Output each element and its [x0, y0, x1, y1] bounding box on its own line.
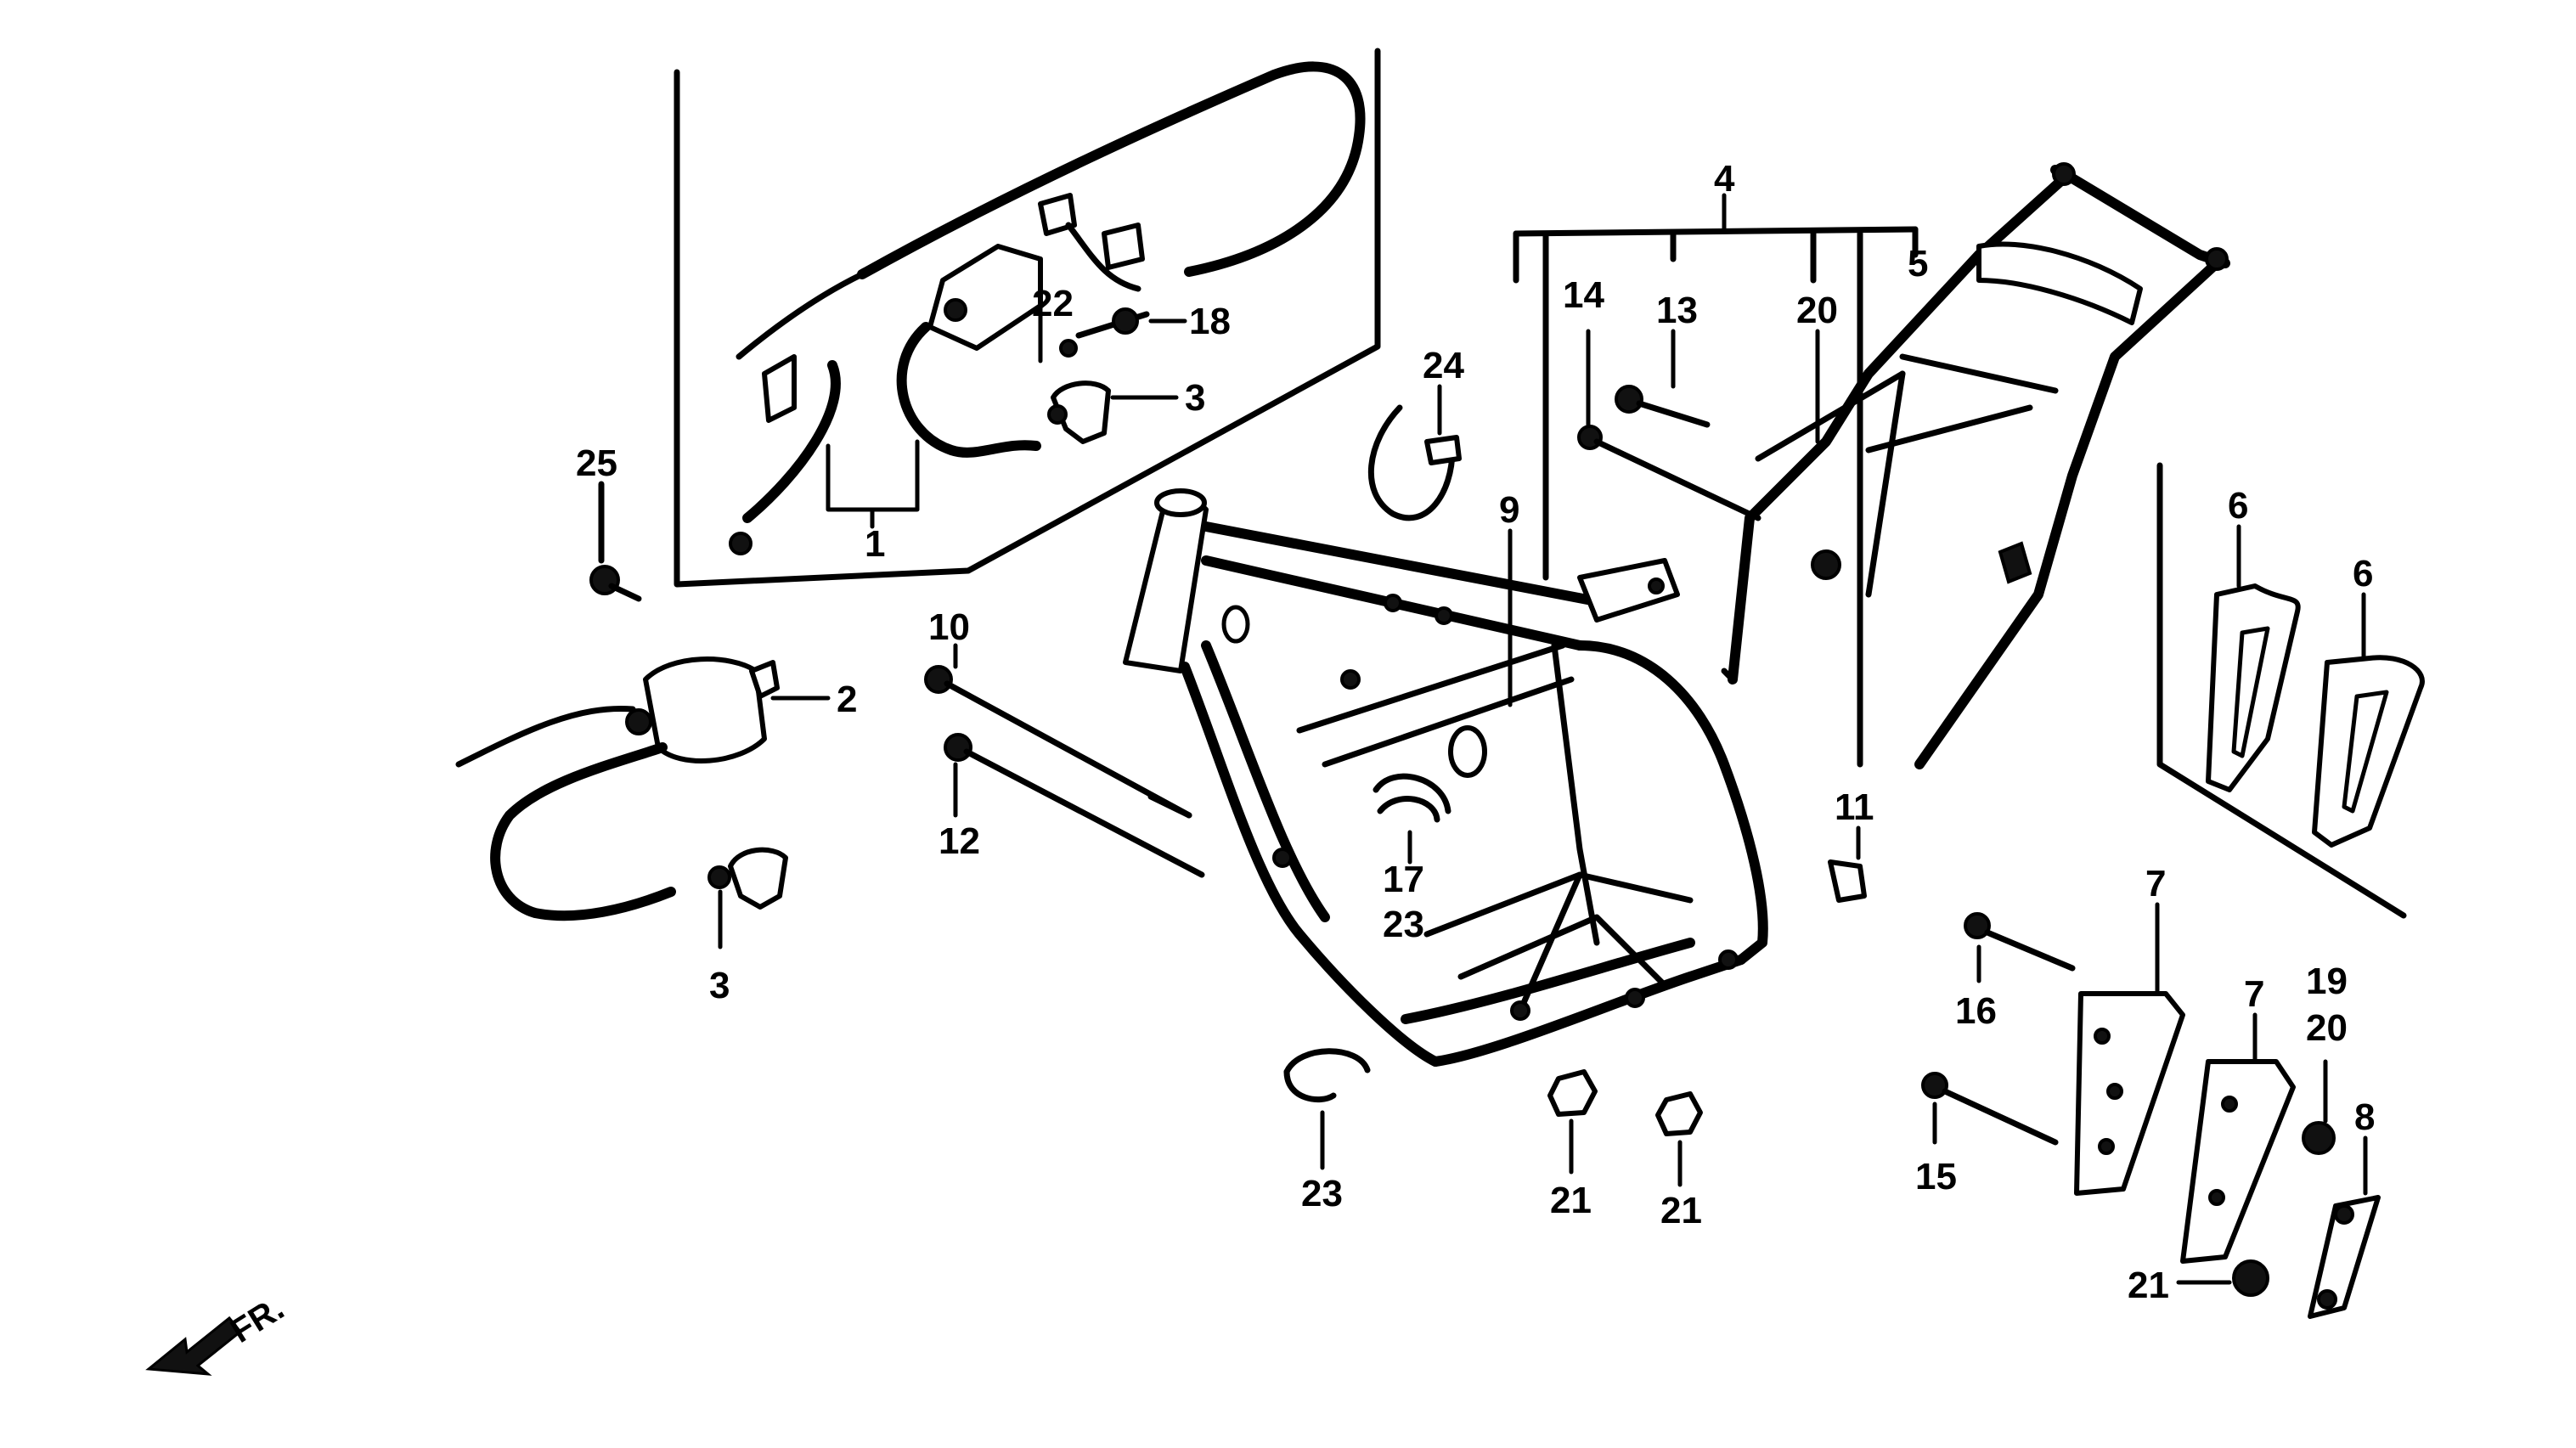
- callout-6-left: 6: [2228, 485, 2248, 527]
- callout-11: 11: [1835, 786, 1874, 828]
- callout-6-right: 6: [2353, 553, 2373, 594]
- callout-3-lower: 3: [709, 965, 730, 1006]
- callout-8: 8: [2354, 1096, 2375, 1138]
- bolt-group-4: [1513, 193, 1919, 903]
- long-bolts-10-12: [924, 643, 1205, 878]
- callout-4: 4: [1714, 158, 1735, 200]
- callout-2: 2: [837, 679, 857, 720]
- callout-17: 17: [1383, 859, 1424, 900]
- callout-19: 19: [2306, 961, 2348, 1002]
- main-frame: [1123, 384, 1768, 1067]
- hanger-plates-7: [1921, 902, 2381, 1319]
- callout-10: 10: [928, 606, 970, 648]
- callout-14: 14: [1563, 274, 1604, 316]
- callout-21-right: 21: [2128, 1265, 2169, 1306]
- callout-7-lower: 7: [2244, 973, 2264, 1015]
- callout-1: 1: [865, 523, 885, 565]
- callout-12: 12: [939, 820, 980, 862]
- plates-6: [2156, 462, 2425, 919]
- callout-7-upper: 7: [2145, 863, 2166, 904]
- callout-9: 9: [1499, 489, 1519, 531]
- callout-16: 16: [1955, 990, 1997, 1032]
- callout-23-lower: 23: [1301, 1173, 1343, 1214]
- callout-20-upper: 20: [1796, 290, 1838, 331]
- ignition-coil-assembly: [455, 656, 831, 949]
- callout-21-left: 21: [1550, 1180, 1592, 1221]
- callout-20-lower: 20: [2306, 1007, 2348, 1049]
- callout-5: 5: [1908, 243, 1928, 285]
- callout-24: 24: [1423, 345, 1464, 386]
- wiring-inset: [674, 48, 1381, 588]
- callout-21-mid: 21: [1660, 1190, 1702, 1231]
- callout-15: 15: [1915, 1156, 1957, 1197]
- front-direction-arrow: [145, 1316, 243, 1376]
- callout-22: 22: [1032, 283, 1074, 324]
- fr-label: FR.: [224, 1289, 290, 1349]
- callout-13: 13: [1656, 290, 1698, 331]
- lower-nuts: [1283, 1048, 1703, 1187]
- callout-25: 25: [576, 442, 617, 484]
- callout-labels: 1 2 3 3 4 5 6 6 7 7 8 9 10 11 12 13 14 1…: [224, 158, 2375, 1350]
- bolt-25: [589, 481, 642, 602]
- callout-18: 18: [1189, 301, 1231, 342]
- callout-23-upper: 23: [1383, 904, 1424, 945]
- rear-subframe: [1721, 162, 2230, 769]
- callout-3-upper: 3: [1185, 377, 1205, 419]
